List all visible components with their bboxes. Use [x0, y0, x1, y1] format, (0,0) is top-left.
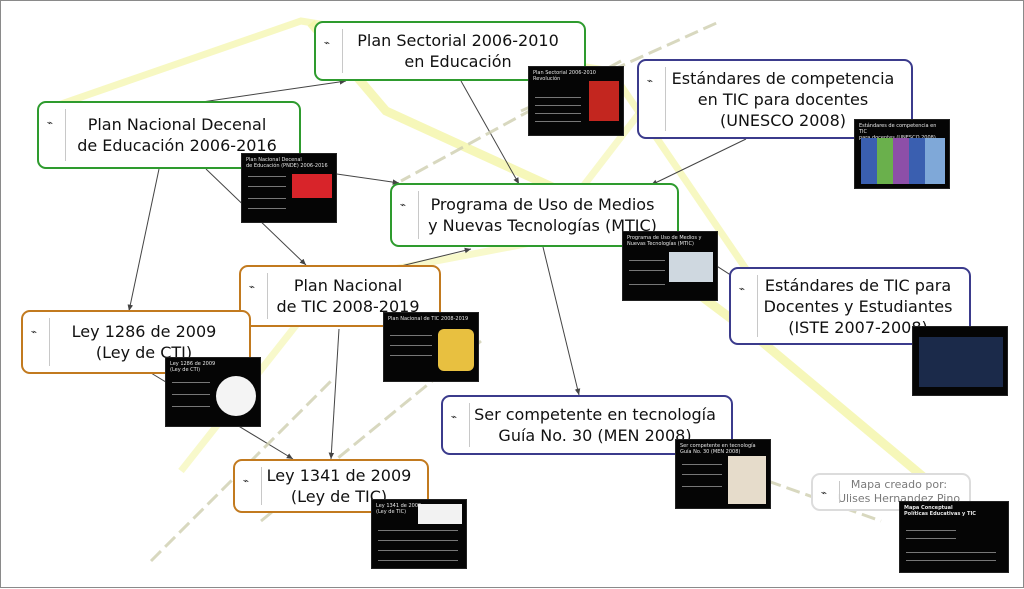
concept-map-node-icon: ⌁ [647, 76, 654, 87]
thumb-ley-1341[interactable]: Ley 1341 de 2009 (Ley de TIC) [371, 499, 467, 569]
node-guia-30[interactable]: ⌁ Ser competente en tecnología Guía No. … [441, 395, 733, 455]
concept-map-node-icon: ⌁ [324, 38, 331, 49]
thumb-title: Ley 1286 de 2009 (Ley de CTI) [170, 361, 216, 373]
node-label: Ley 1341 de 2009 (Ley de TIC) [266, 466, 412, 506]
thumb-plan-decenal[interactable]: Plan Nacional Decenal de Educación (PNDE… [241, 153, 337, 223]
concept-map-node-icon: ⌁ [821, 488, 828, 499]
node-label: Plan Nacional Decenal de Educación 2006-… [77, 115, 277, 155]
concept-map-node-icon: ⌁ [451, 412, 458, 423]
node-credits[interactable]: ⌁ Mapa creado por: Ulises Hernandez Pino [811, 473, 971, 511]
arrow-plantic-ley1341 [328, 328, 340, 460]
node-label: Ser competente en tecnología Guía No. 30… [474, 405, 716, 445]
node-ley-1341[interactable]: ⌁ Ley 1341 de 2009 (Ley de TIC) [233, 459, 429, 513]
thumb-estandares-unesco[interactable]: Estándares de competencia en TIC para do… [854, 119, 950, 189]
competency-grid-image [861, 138, 945, 184]
arrow-plantic-mtic [400, 247, 472, 267]
node-mtic[interactable]: ⌁ Programa de Uso de Medios y Nuevas Tec… [390, 183, 679, 247]
thumb-guia-30[interactable]: Ser competente en tecnología Guía No. 30… [675, 439, 771, 509]
concept-map-node-icon: ⌁ [243, 476, 250, 487]
thumb-title: Programa de Uso de Medios y Nuevas Tecno… [627, 235, 702, 247]
thumb-plan-tic[interactable]: Plan Nacional de TIC 2008-2019 [383, 312, 479, 382]
arrow-mtic-guia30 [542, 246, 581, 396]
node-label: Plan Sectorial 2006-2010 en Educación [357, 31, 559, 71]
thumb-title: Plan Nacional de TIC 2008-2019 [388, 316, 469, 322]
thumb-title: Plan Sectorial 2006-2010 Revolución [533, 70, 596, 82]
node-label: Programa de Uso de Medios y Nuevas Tecno… [428, 195, 657, 235]
thumb-title: Ser competente en tecnología Guía No. 30… [680, 443, 756, 455]
thumb-mtic[interactable]: Programa de Uso de Medios y Nuevas Tecno… [622, 231, 718, 301]
cover-image [669, 252, 713, 282]
diagram-image [919, 337, 1003, 387]
node-plan-decenal[interactable]: ⌁ Plan Nacional Decenal de Educación 200… [37, 101, 301, 169]
cover-image [438, 329, 474, 371]
logo-image [216, 376, 256, 416]
cover-image [292, 174, 332, 198]
thumb-title: Ley 1341 de 2009 (Ley de TIC) [376, 503, 422, 515]
cover-image [589, 81, 619, 121]
thumb-title: Mapa Conceptual Políticas Educativas y T… [904, 505, 976, 517]
concept-map-node-icon: ⌁ [31, 327, 38, 338]
concept-map-node-icon: ⌁ [400, 200, 407, 211]
concept-map-node-icon: ⌁ [739, 284, 746, 295]
thumb-title: Plan Nacional Decenal de Educación (PNDE… [246, 157, 328, 169]
concept-map-node-icon: ⌁ [47, 118, 54, 129]
node-label: Estándares de competencia en TIC para do… [671, 68, 895, 130]
concept-map-node-icon: ⌁ [249, 282, 256, 293]
thumb-estandares-iste[interactable] [912, 326, 1008, 396]
arrow-decenal-ley1286 [127, 168, 160, 312]
document-image [418, 504, 462, 524]
node-label: Plan Nacional de TIC 2008-2019 [276, 276, 420, 316]
thumb-plan-sectorial[interactable]: Plan Sectorial 2006-2010 Revolución [528, 66, 624, 136]
thumb-credits[interactable]: Mapa Conceptual Políticas Educativas y T… [899, 501, 1009, 573]
thumb-title [913, 327, 1007, 333]
cover-image [728, 456, 766, 504]
thumb-ley-1286[interactable]: Ley 1286 de 2009 (Ley de CTI) [165, 357, 261, 427]
arrow-unesco-mtic [650, 138, 747, 186]
node-label: Estándares de TIC para Docentes y Estudi… [763, 275, 953, 337]
